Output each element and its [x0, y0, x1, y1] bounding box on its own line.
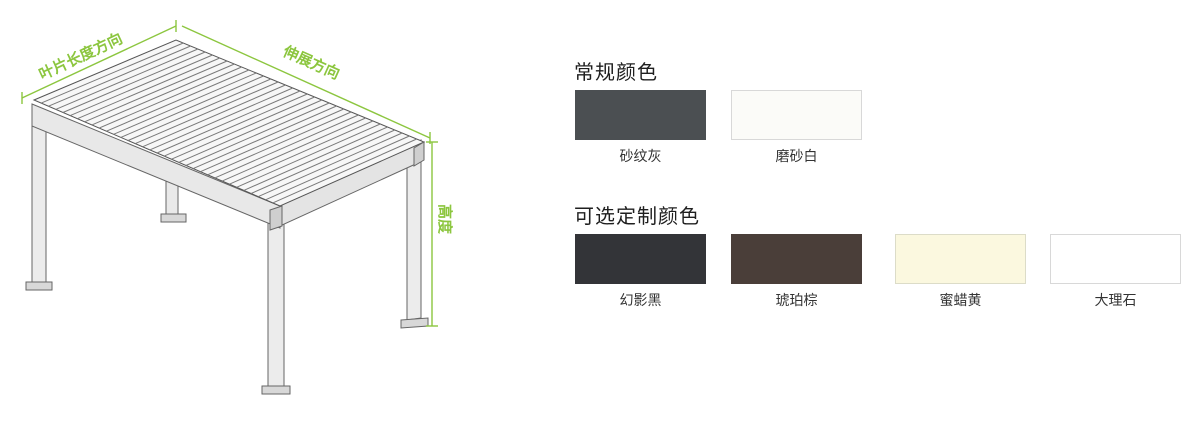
louver-blade [77, 57, 220, 120]
standard-colors-title: 常规颜色 [574, 60, 658, 84]
louver-blade [70, 54, 213, 117]
blade-length-dimension-line [21, 25, 177, 99]
swatch-name: 幻影黑 [619, 293, 662, 309]
louver-blade [229, 120, 374, 185]
louver-blade [120, 75, 264, 138]
swatch-chip [575, 234, 706, 284]
louver-blade [55, 48, 199, 110]
louver-blade [164, 93, 308, 157]
swatch-phantom-black: 幻影黑 [575, 234, 706, 310]
swatch-name: 磨砂白 [775, 149, 818, 165]
louver-blade [214, 114, 359, 179]
swatch-name: 蜜蜡黄 [939, 293, 982, 309]
swatch-beeswax-yellow: 蜜蜡黄 [895, 234, 1026, 310]
louver-blade [258, 132, 403, 198]
louver-blade [185, 102, 330, 166]
louver-blade [178, 99, 323, 163]
swatch-amber-brown: 琥珀棕 [731, 234, 862, 310]
swatch-marble: 大理石 [1050, 234, 1181, 310]
height-label: 高度 [436, 204, 454, 235]
louver-blade [243, 126, 388, 191]
swatch-sand-grey: 砂纹灰 [575, 90, 706, 166]
swatch-chip [1050, 234, 1181, 284]
roof-louvers [41, 42, 417, 204]
swatch-name: 砂纹灰 [619, 149, 662, 165]
swatch-name: 琥珀棕 [775, 293, 818, 309]
louver-blade [272, 138, 417, 204]
louver-blade [200, 108, 345, 173]
louver-blade [91, 63, 235, 126]
louver-blade [207, 111, 352, 176]
louver-blade [127, 78, 271, 141]
louver-blade [84, 60, 228, 123]
louver-blade [48, 45, 191, 107]
louver-blade [265, 135, 410, 201]
louver-blade [221, 117, 366, 182]
custom-colors-title: 可选定制颜色 [574, 204, 700, 228]
swatch-chip [575, 90, 706, 140]
swatch-chip [731, 90, 862, 140]
louver-blade [171, 96, 315, 160]
louver-blade [192, 105, 337, 170]
louver-blade [62, 51, 206, 113]
louver-blade [149, 87, 293, 151]
louver-blade [106, 69, 250, 132]
louver-blade [142, 84, 286, 148]
extension-dimension-line [181, 25, 431, 139]
louver-blade [135, 81, 279, 145]
swatch-name: 大理石 [1094, 293, 1137, 309]
louver-blade [98, 66, 242, 129]
swatch-matte-white: 磨砂白 [731, 90, 862, 166]
louver-blade [250, 129, 396, 194]
pergola-structure [25, 39, 429, 395]
louver-blade [236, 123, 381, 188]
swatch-chip [895, 234, 1026, 284]
louver-blade [41, 42, 184, 104]
louver-blade [113, 72, 257, 135]
swatch-chip [731, 234, 862, 284]
louver-blade [156, 90, 301, 154]
extension-direction-label: 伸展方向 [279, 42, 342, 83]
pergola-diagram: 叶片长度方向 伸展方向 高度 [21, 20, 454, 395]
